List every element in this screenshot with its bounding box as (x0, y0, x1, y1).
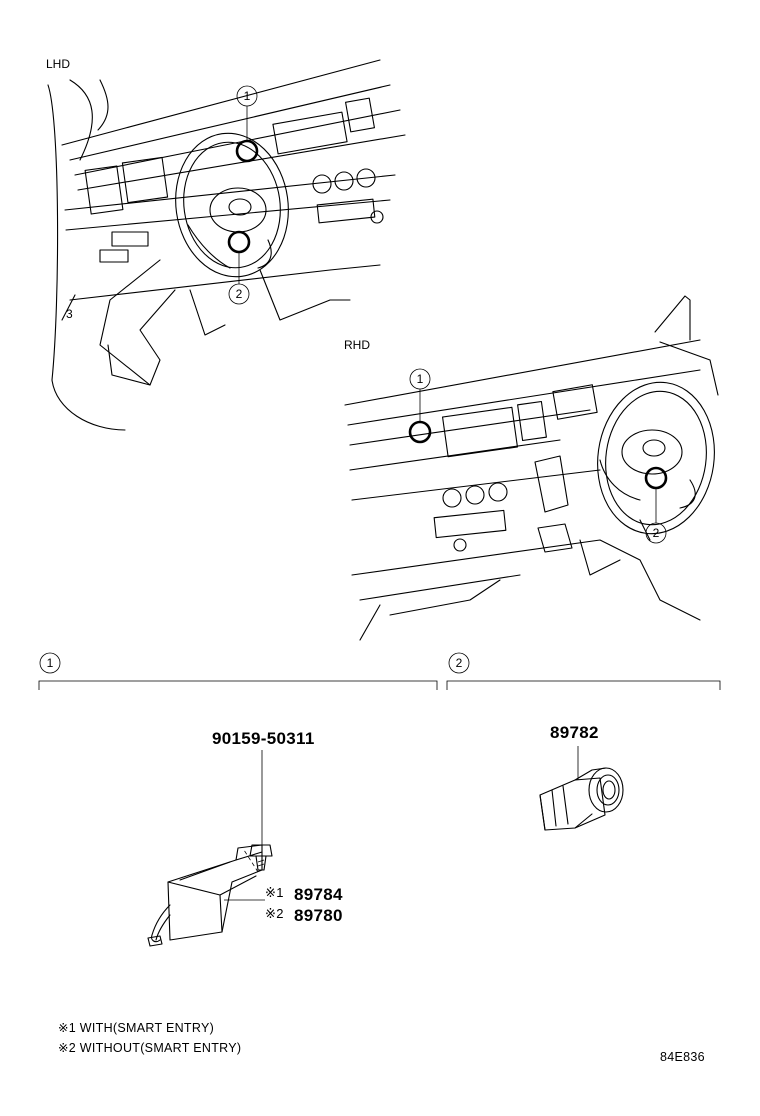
section-1-number: 1 (47, 656, 54, 670)
module-icon (167, 851, 263, 941)
rhd-dashboard-illustration: RHD 1 (344, 295, 719, 641)
bolt-part-number: 90159-50311 (212, 729, 315, 748)
footnote-with-smart-entry: ※1 WITH(SMART ENTRY) (58, 1021, 214, 1035)
rhd-callout-2-number: 2 (653, 526, 660, 540)
footnotes: ※1 WITH(SMART ENTRY) ※2 WITHOUT(SMART EN… (58, 1021, 241, 1055)
module-without-mark: ※2 (265, 906, 284, 921)
lhd-location-marker-2 (227, 230, 251, 254)
section-2-number: 2 (456, 656, 463, 670)
lhd-callout-2-number: 2 (236, 287, 243, 301)
svg-text:3: 3 (66, 307, 73, 321)
bolt-part: 90159-50311 (212, 729, 315, 873)
lhd-label: LHD (46, 57, 70, 71)
section-2-bracket (446, 680, 721, 690)
rhd-callout-2 (645, 522, 667, 544)
sensor-icon (539, 767, 624, 831)
module-with-part-number: 89784 (294, 885, 343, 904)
lhd-location-marker-1 (235, 139, 259, 163)
smart-entry-module: ※1 89784 ※2 89780 (147, 844, 343, 947)
rhd-callout-1-number: 1 (417, 372, 424, 386)
diagram-code: 84E836 (660, 1050, 705, 1064)
module-without-part-number: 89780 (294, 906, 343, 925)
lhd-callout-2 (228, 283, 250, 305)
rhd-location-marker-2 (644, 466, 668, 490)
lhd-dashboard-illustration: LHD (46, 57, 406, 431)
section-2-header: 2 (446, 652, 721, 690)
module-with-mark: ※1 (265, 885, 284, 900)
section-1-bracket (38, 680, 438, 690)
sensor-part-number: 89782 (550, 723, 599, 742)
lhd-callout-1-number: 1 (244, 89, 251, 103)
sensor-part: 89782 (539, 723, 624, 831)
section-1-header: 1 (38, 652, 438, 690)
bolt-icon (249, 844, 273, 857)
footnote-without-smart-entry: ※2 WITHOUT(SMART ENTRY) (58, 1041, 241, 1055)
rhd-location-marker-1 (408, 420, 432, 444)
rhd-label: RHD (344, 338, 370, 352)
